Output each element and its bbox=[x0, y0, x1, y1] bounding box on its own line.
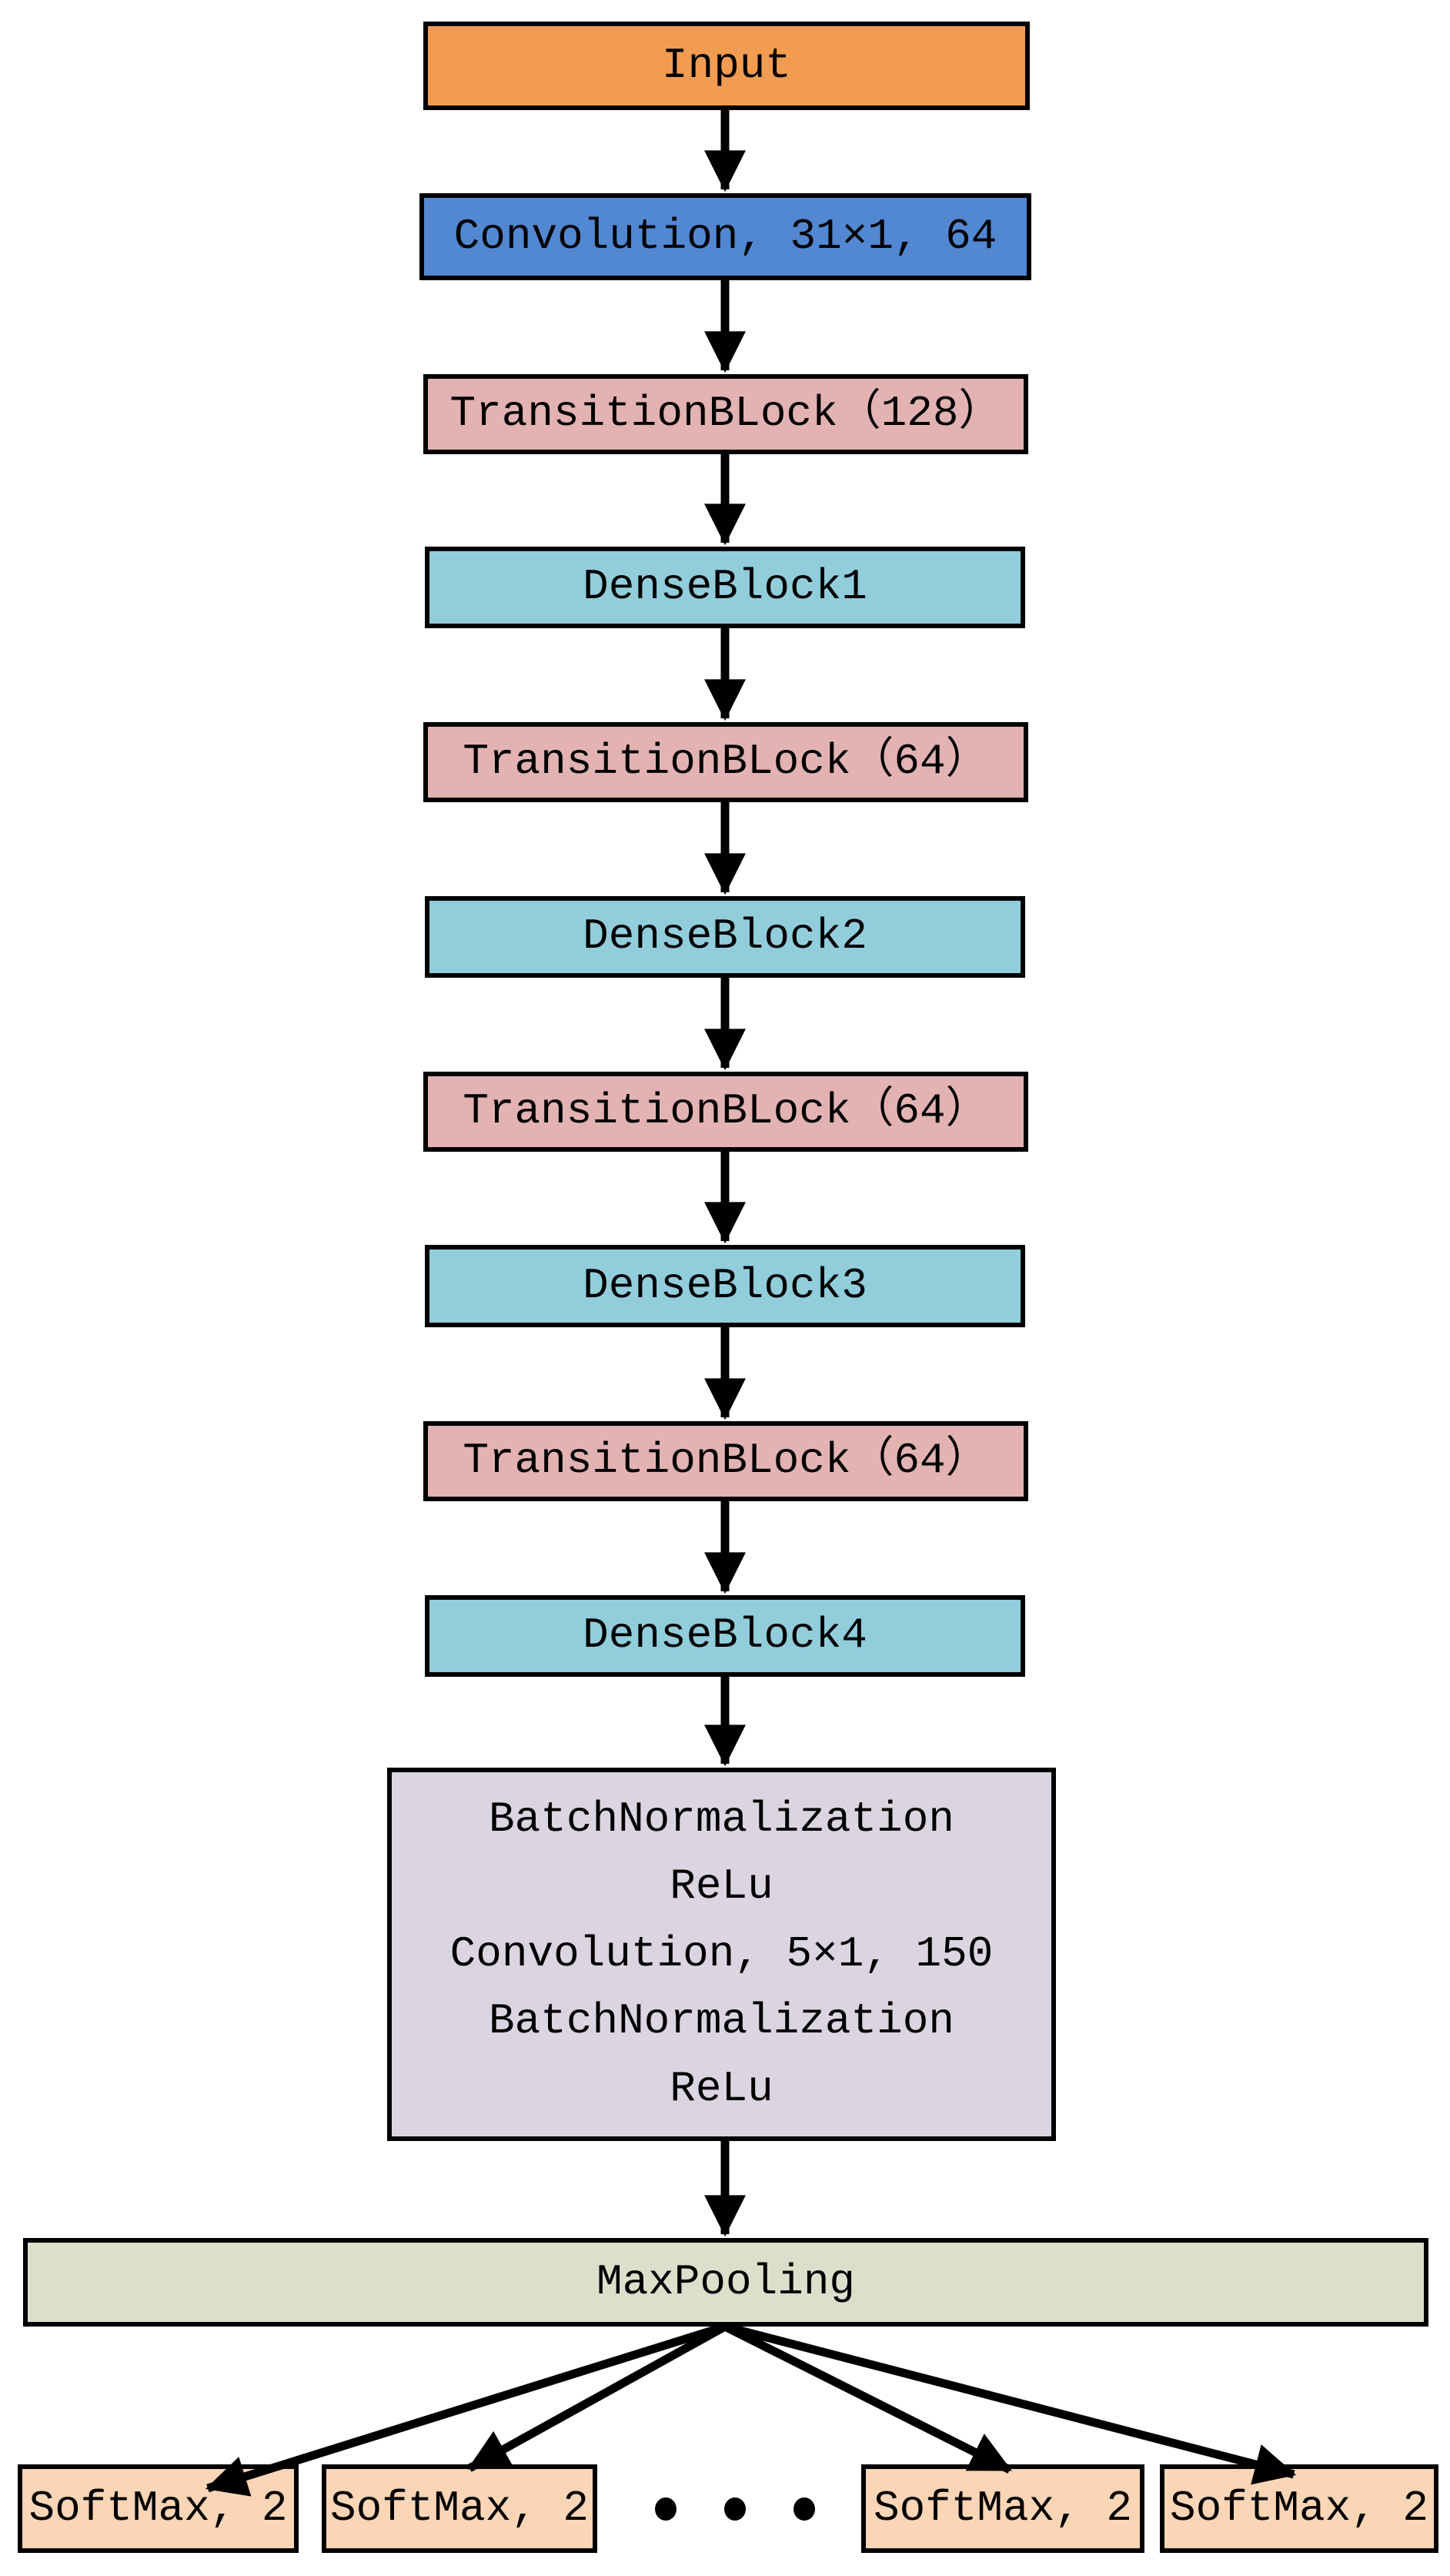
node-convolution-31x1-64: Convolution, 31×1, 64 bbox=[419, 193, 1031, 280]
node-transition-block-128: TransitionBLock（128） bbox=[423, 374, 1028, 454]
node-dense-block-4: DenseBlock4 bbox=[425, 1595, 1025, 1677]
ellipsis-dot-2 bbox=[724, 2497, 746, 2521]
arrow-maxpool-to-softmax2 bbox=[467, 2323, 727, 2472]
node-softmax-3: SoftMax, 2 bbox=[861, 2464, 1144, 2553]
node-transition-block-64-a: TransitionBLock（64） bbox=[423, 722, 1028, 802]
bn-block-line-1: BatchNormalization bbox=[489, 1795, 954, 1845]
arrow-maxpool-to-softmax3 bbox=[723, 2323, 1012, 2474]
bn-block-line-5: ReLu bbox=[670, 2063, 773, 2113]
node-softmax-4: SoftMax, 2 bbox=[1160, 2464, 1438, 2553]
node-softmax-2: SoftMax, 2 bbox=[322, 2464, 597, 2553]
node-transition-block-64-c: TransitionBLock（64） bbox=[423, 1421, 1028, 1501]
node-transition-block-64-b: TransitionBLock（64） bbox=[423, 1072, 1028, 1152]
bn-block-line-2: ReLu bbox=[670, 1862, 773, 1912]
ellipsis-dot-1 bbox=[655, 2497, 677, 2521]
node-dense-block-3: DenseBlock3 bbox=[425, 1245, 1025, 1327]
node-dense-block-2: DenseBlock2 bbox=[425, 896, 1025, 978]
bn-block-line-3: Convolution, 5×1, 150 bbox=[449, 1929, 994, 1979]
node-max-pooling: MaxPooling bbox=[23, 2238, 1428, 2327]
node-softmax-1: SoftMax, 2 bbox=[18, 2464, 299, 2553]
ellipsis-dot-3 bbox=[793, 2497, 815, 2521]
node-batchnorm-relu-conv-block: BatchNormalization ReLu Convolution, 5×1… bbox=[387, 1768, 1056, 2141]
bn-block-line-4: BatchNormalization bbox=[489, 1996, 954, 2046]
node-input: Input bbox=[423, 22, 1030, 110]
arrow-maxpool-to-softmax4 bbox=[723, 2322, 1297, 2485]
node-dense-block-1: DenseBlock1 bbox=[425, 547, 1025, 628]
